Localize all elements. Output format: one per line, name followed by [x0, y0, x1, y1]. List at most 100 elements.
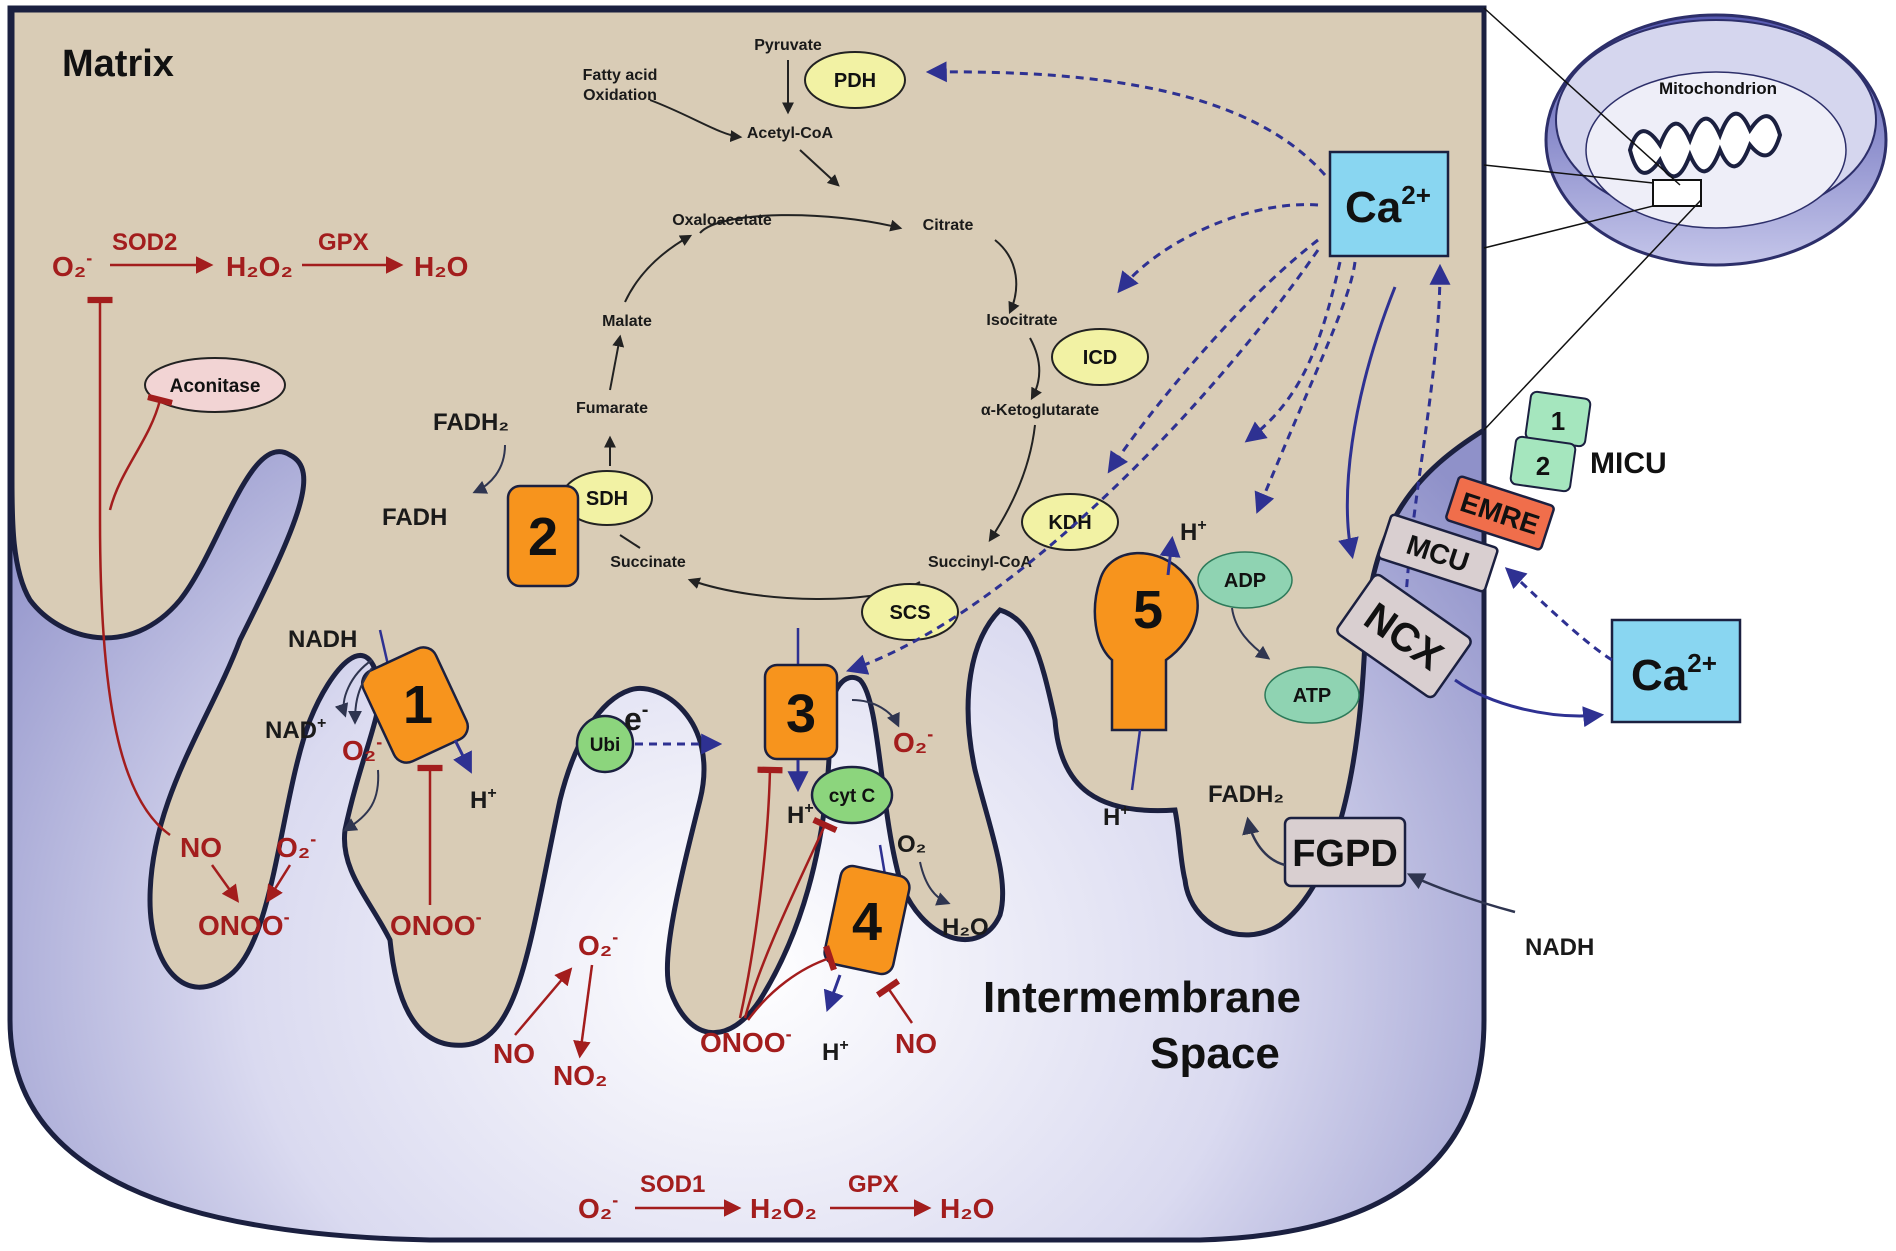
- sod2-label: SOD2: [112, 229, 177, 256]
- ros-h2o-top: H₂O: [414, 251, 468, 282]
- h-label-c4: H+: [822, 1037, 849, 1066]
- ros-no-c1: NO: [180, 832, 222, 863]
- svg-text:SDH: SDH: [586, 488, 628, 510]
- complex-2: 2: [506, 484, 580, 588]
- ros-h2o-bottom: H₂O: [940, 1193, 994, 1224]
- tca-fatty-acid-1: Fatty acid: [583, 67, 658, 84]
- tca-isocitrate: Isocitrate: [986, 312, 1057, 329]
- tca-ketoglutarate: α-Ketoglutarate: [981, 402, 1099, 419]
- complex-1: 1: [360, 629, 472, 774]
- enzyme-icd: ICD: [1051, 328, 1149, 386]
- tca-succinyl-coa: Succinyl-CoA: [928, 554, 1032, 571]
- tca-succinate: Succinate: [610, 554, 686, 571]
- cytochrome-c: cyt C: [810, 765, 894, 825]
- nadh-right: NADH: [1525, 934, 1594, 961]
- svg-text:5: 5: [1133, 580, 1163, 640]
- ros-o2-c3: O₂-: [893, 724, 933, 758]
- svg-text:3: 3: [786, 684, 816, 744]
- adp-oval: ADP: [1197, 551, 1293, 609]
- complex-4: 4: [823, 844, 911, 1012]
- electron-label: e-: [624, 699, 648, 737]
- tca-oxaloacetate: Oxaloacetate: [672, 212, 772, 229]
- matrix-label: Matrix: [62, 43, 174, 85]
- ros-h2o2-top: H₂O₂: [226, 251, 293, 282]
- cristae-outline: [1627, 111, 1783, 179]
- enzyme-pdh: PDH: [804, 51, 906, 109]
- svg-text:KDH: KDH: [1048, 512, 1091, 534]
- h2o-label-c4: H₂O: [942, 914, 989, 941]
- tca-pyruvate: Pyruvate: [754, 37, 822, 54]
- svg-text:PDH: PDH: [834, 70, 876, 92]
- enzyme-kdh: KDH: [1021, 493, 1119, 551]
- svg-text:ICD: ICD: [1083, 347, 1117, 369]
- fgpd-enzyme: FGPD: [1283, 816, 1407, 888]
- enzyme-scs: SCS: [861, 583, 959, 641]
- enzyme-aconitase: Aconitase: [144, 357, 286, 413]
- ca-cytosol-box: Ca2+: [1610, 618, 1742, 724]
- gpx-bottom-label: GPX: [848, 1171, 899, 1198]
- svg-text:4: 4: [852, 892, 882, 952]
- svg-text:2: 2: [528, 507, 558, 567]
- svg-text:2: 2: [1536, 451, 1550, 481]
- ros-onoo-c3: ONOO-: [700, 1024, 792, 1058]
- enzyme-sdh: SDH: [561, 470, 653, 526]
- nadh-label: NADH: [288, 626, 357, 653]
- atp-oval: ATP: [1264, 666, 1360, 724]
- svg-text:1: 1: [1551, 406, 1565, 436]
- svg-text:cyt C: cyt C: [829, 786, 876, 807]
- ros-o2-top: O₂-: [52, 248, 92, 282]
- h-label-c5-ims: H+: [1103, 802, 1130, 831]
- sod1-label: SOD1: [640, 1171, 705, 1198]
- mitochondrion-inset: Mitochondrion: [1544, 13, 1888, 267]
- inset-selection-box: [1652, 179, 1702, 207]
- micu-label: MICU: [1590, 447, 1667, 480]
- svg-text:FGPD: FGPD: [1292, 833, 1398, 875]
- complex-3: 3: [763, 628, 839, 793]
- ros-onoo-mid: ONOO-: [390, 907, 482, 941]
- ros-onoo-c1: ONOO-: [198, 907, 290, 941]
- tca-acetyl-coa: Acetyl-CoA: [747, 125, 834, 142]
- ros-o2-crista: O₂-: [578, 927, 618, 961]
- tca-fatty-acid-2: Oxidation: [583, 87, 657, 104]
- h-label-c1: H+: [470, 785, 497, 814]
- fadh2-right: FADH₂: [1208, 781, 1284, 808]
- o2-label-c4: O₂: [897, 831, 926, 858]
- svg-text:Ca2+: Ca2+: [1345, 180, 1431, 232]
- ros-o2-c1-upper: O₂-: [342, 732, 382, 766]
- svg-text:1: 1: [403, 675, 433, 735]
- ros-no-crista: NO: [493, 1038, 535, 1069]
- tca-fumarate: Fumarate: [576, 400, 648, 417]
- mcu-channel: MCU: [1377, 513, 1499, 593]
- ros-no-c4: NO: [895, 1028, 937, 1059]
- svg-text:ADP: ADP: [1224, 570, 1266, 592]
- ros-no2-crista: NO₂: [553, 1060, 607, 1091]
- svg-text:SCS: SCS: [889, 602, 930, 624]
- ros-o2-c1-lower: O₂-: [276, 829, 316, 863]
- micu-subunit-2: 2: [1509, 435, 1577, 493]
- ca-matrix-box: Ca2+: [1328, 150, 1450, 258]
- svg-text:Ca2+: Ca2+: [1631, 648, 1717, 700]
- ros-h2o2-bottom: H₂O₂: [750, 1193, 817, 1224]
- gpx-top-label: GPX: [318, 229, 369, 256]
- h-label-c3: H+: [787, 800, 814, 829]
- svg-text:ATP: ATP: [1293, 685, 1332, 707]
- ca-transport-arrows: [1338, 286, 1605, 728]
- ca-regulation-arrows: [635, 61, 1613, 755]
- svg-text:Ubi: Ubi: [590, 735, 621, 756]
- matrix-region: [9, 7, 1487, 1048]
- ims-label-line2: Space: [1150, 1029, 1280, 1078]
- fadh-top: FADH: [382, 504, 447, 531]
- fadh2-top: FADH₂: [433, 409, 509, 436]
- ros-o2-bottom: O₂-: [578, 1190, 618, 1224]
- tca-citrate: Citrate: [923, 217, 974, 234]
- complex-5: 5: [1093, 535, 1199, 791]
- nad-label: NAD+: [265, 715, 326, 744]
- tca-cycle: Pyruvate Fatty acid Oxidation Acetyl-CoA…: [576, 37, 1099, 600]
- svg-text:Aconitase: Aconitase: [170, 376, 261, 397]
- ubiquinone: Ubi: [575, 714, 635, 774]
- h-label-c5-matrix: H+: [1180, 517, 1207, 546]
- ims-label-line1: Intermembrane: [983, 973, 1301, 1022]
- tca-malate: Malate: [602, 313, 652, 330]
- mitochondrion-label: Mitochondrion: [1659, 79, 1777, 98]
